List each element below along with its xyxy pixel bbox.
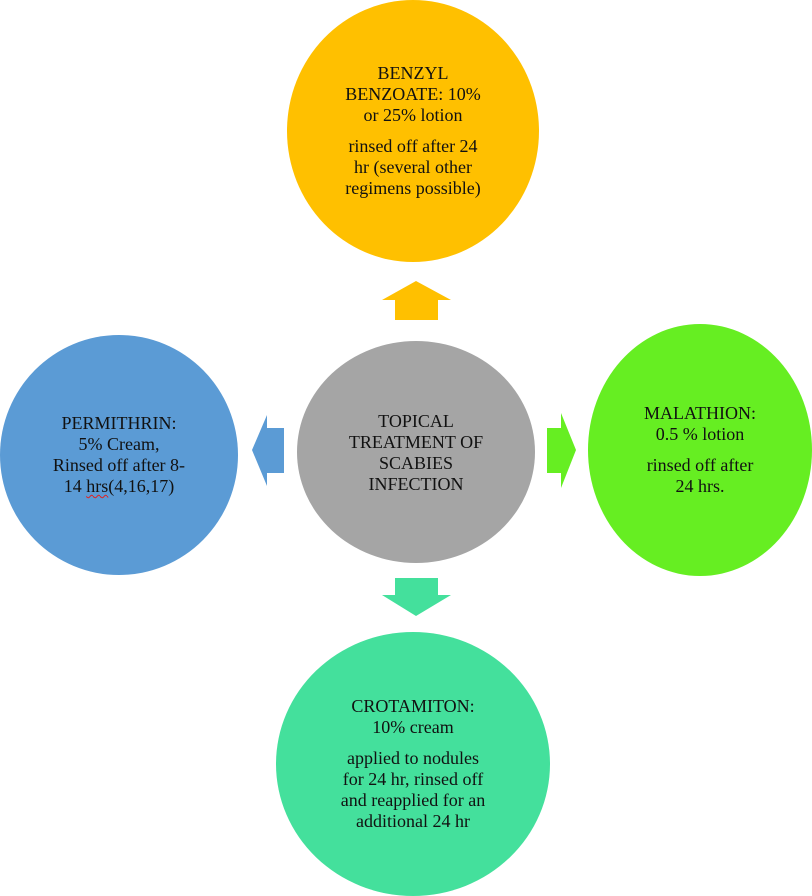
center-topic-label: TOPICAL TREATMENT OF SCABIES INFECTION [297, 342, 535, 563]
left-arrow-icon [252, 415, 284, 486]
permithrin-label: PERMITHRIN: 5% Cream, Rinsed off after 8… [0, 335, 238, 575]
detail-line: additional 24 hr [356, 811, 470, 831]
detail-line: and reapplied for an [340, 790, 486, 810]
detail-line: applied to nodules [347, 748, 479, 768]
down-arrow-icon [382, 578, 451, 616]
detail-line: rinsed off after 24 [348, 136, 478, 156]
center-line: SCABIES [378, 452, 454, 473]
heading-line: Rinsed off after 8- [52, 455, 186, 475]
center-line: TOPICAL [378, 410, 454, 431]
permithrin-circle [0, 335, 238, 575]
center-line: INFECTION [368, 473, 464, 494]
detail-line: for 24 hr, rinsed off [342, 769, 484, 789]
spellcheck-flagged-word: hrs [86, 476, 109, 496]
heading-line: CROTAMITON: [351, 696, 475, 716]
heading-line: BENZYL [377, 63, 449, 83]
center-topic-circle [297, 341, 535, 563]
heading-line: BENZOATE: 10% [345, 84, 481, 104]
malathion-label: MALATHION: 0.5 % lotion rinsed off after… [588, 324, 812, 576]
malathion-circle [588, 324, 812, 576]
heading-line: or 25% lotion [363, 105, 463, 125]
heading-line: 14 hrs(4,16,17) [64, 476, 175, 497]
crotamiton-circle [276, 632, 550, 896]
heading-line: 0.5 % lotion [655, 424, 745, 444]
line-prefix: 14 [63, 476, 87, 496]
detail-line: 24 hrs. [675, 476, 725, 496]
detail-line: hr (several other [354, 157, 472, 177]
detail-line: rinsed off after [646, 455, 754, 475]
heading-line: 5% Cream, [78, 434, 160, 454]
citation: (4,16,17) [108, 476, 175, 496]
heading-line: PERMITHRIN: [61, 413, 177, 433]
center-line: TREATMENT OF [348, 431, 484, 452]
up-arrow-icon [382, 281, 451, 320]
benzyl-benzoate-circle [287, 0, 539, 262]
heading-line: 10% cream [372, 717, 454, 737]
heading-line: MALATHION: [644, 403, 756, 423]
right-arrow-icon [547, 413, 576, 488]
benzyl-benzoate-label: BENZYL BENZOATE: 10% or 25% lotion rinse… [287, 0, 539, 262]
crotamiton-label: CROTAMITON: 10% cream applied to nodules… [276, 632, 550, 896]
detail-line: regimens possible) [345, 178, 481, 198]
